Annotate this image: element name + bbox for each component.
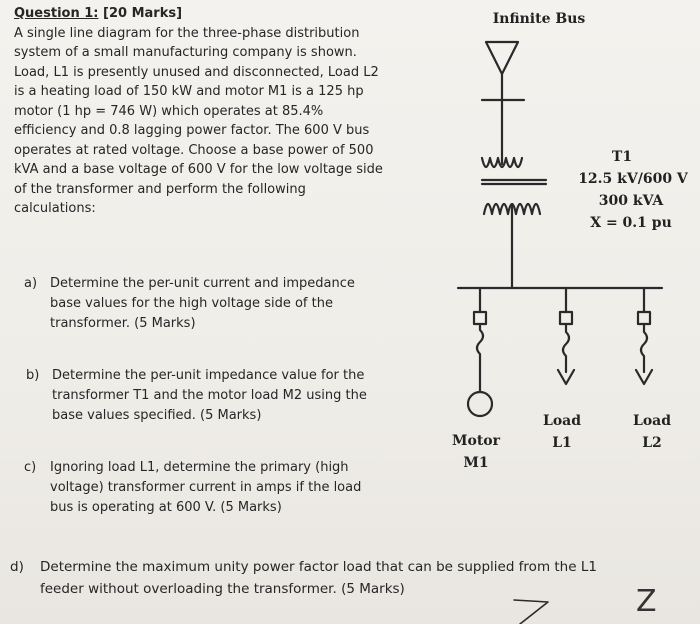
handwritten-scribble: Z	[636, 584, 657, 619]
part-line: feeder without overloading the transform…	[40, 581, 405, 597]
question-line: calculations:	[14, 201, 96, 216]
load1-breaker-icon	[558, 310, 574, 326]
question-line: operates at rated voltage. Choose a base…	[14, 142, 374, 158]
part-label: b)	[26, 368, 40, 383]
part-d: d) Determine the maximum unity power fac…	[10, 556, 690, 600]
load1-label: Load	[542, 413, 582, 429]
transformer-power-label: 300 kVA	[598, 193, 664, 209]
question-line: system of a small manufacturing company …	[14, 45, 357, 60]
question-line: A single line diagram for the three-phas…	[14, 25, 360, 41]
part-line: base values specified. (5 Marks)	[52, 408, 262, 423]
part-label: d)	[10, 559, 24, 575]
motor-icon	[466, 390, 494, 418]
motor-label: Motor	[451, 433, 500, 449]
load1-cable-icon	[561, 322, 571, 374]
part-line: transformer. (5 Marks)	[50, 316, 196, 331]
part-c: c) Ignoring load L1, determine the prima…	[24, 458, 414, 518]
load2-label: Load	[632, 413, 672, 429]
question-line: motor (1 hp = 746 W) which operates at 8…	[14, 103, 324, 119]
load1-arrow-icon	[556, 368, 576, 386]
motor-breaker-icon	[472, 310, 488, 326]
load2-id-label: L2	[642, 435, 662, 451]
transformer-primary-winding	[480, 156, 524, 169]
handwritten-mark	[513, 599, 549, 624]
part-line: Determine the per-unit current and imped…	[50, 276, 355, 291]
load2-cable-icon	[639, 322, 649, 374]
motor-cable-icon	[475, 322, 485, 394]
part-line: Determine the maximum unity power factor…	[40, 559, 597, 575]
part-label: c)	[24, 460, 37, 475]
infinite-bus-source-symbol	[484, 40, 520, 76]
part-line: base values for the high voltage side of…	[50, 296, 333, 311]
motor-id-label: M1	[463, 455, 489, 471]
question-line: Load, L1 is presently unused and disconn…	[14, 64, 379, 80]
part-line: Determine the per-unit impedance value f…	[52, 368, 365, 383]
transformer-reactance-label: X = 0.1 pu	[590, 215, 672, 231]
load2-arrow-icon	[634, 368, 654, 386]
load1-id-label: L1	[552, 435, 572, 451]
infinite-bus-label: Infinite Bus	[492, 11, 586, 27]
question-line: efficiency and 0.8 lagging power factor.…	[14, 123, 370, 138]
part-b: b) Determine the per-unit impedance valu…	[26, 366, 406, 426]
part-label: a)	[24, 276, 38, 291]
question-line: of the transformer and perform the follo…	[14, 181, 306, 197]
load2-breaker-icon	[636, 310, 652, 326]
transformer-secondary-winding	[482, 202, 542, 216]
part-line: transformer T1 and the motor load M2 usi…	[52, 388, 367, 403]
question-line: kVA and a base voltage of 600 V for the …	[14, 162, 383, 177]
part-line: Ignoring load L1, determine the primary …	[50, 460, 349, 475]
question-statement: Question 1: [20 Marks] A single line dia…	[14, 4, 434, 219]
transformer-voltage-label: 12.5 kV/600 V	[578, 171, 688, 187]
transformer-name-label: T1	[611, 149, 633, 165]
part-a: a) Determine the per-unit current and im…	[24, 274, 404, 334]
part-line: voltage) transformer current in amps if …	[50, 480, 362, 495]
question-title: Question 1: [20 Marks]	[14, 6, 183, 21]
question-line: is a heating load of 150 kW and motor M1…	[14, 84, 364, 99]
part-line: bus is operating at 600 V. (5 Marks)	[50, 500, 282, 515]
